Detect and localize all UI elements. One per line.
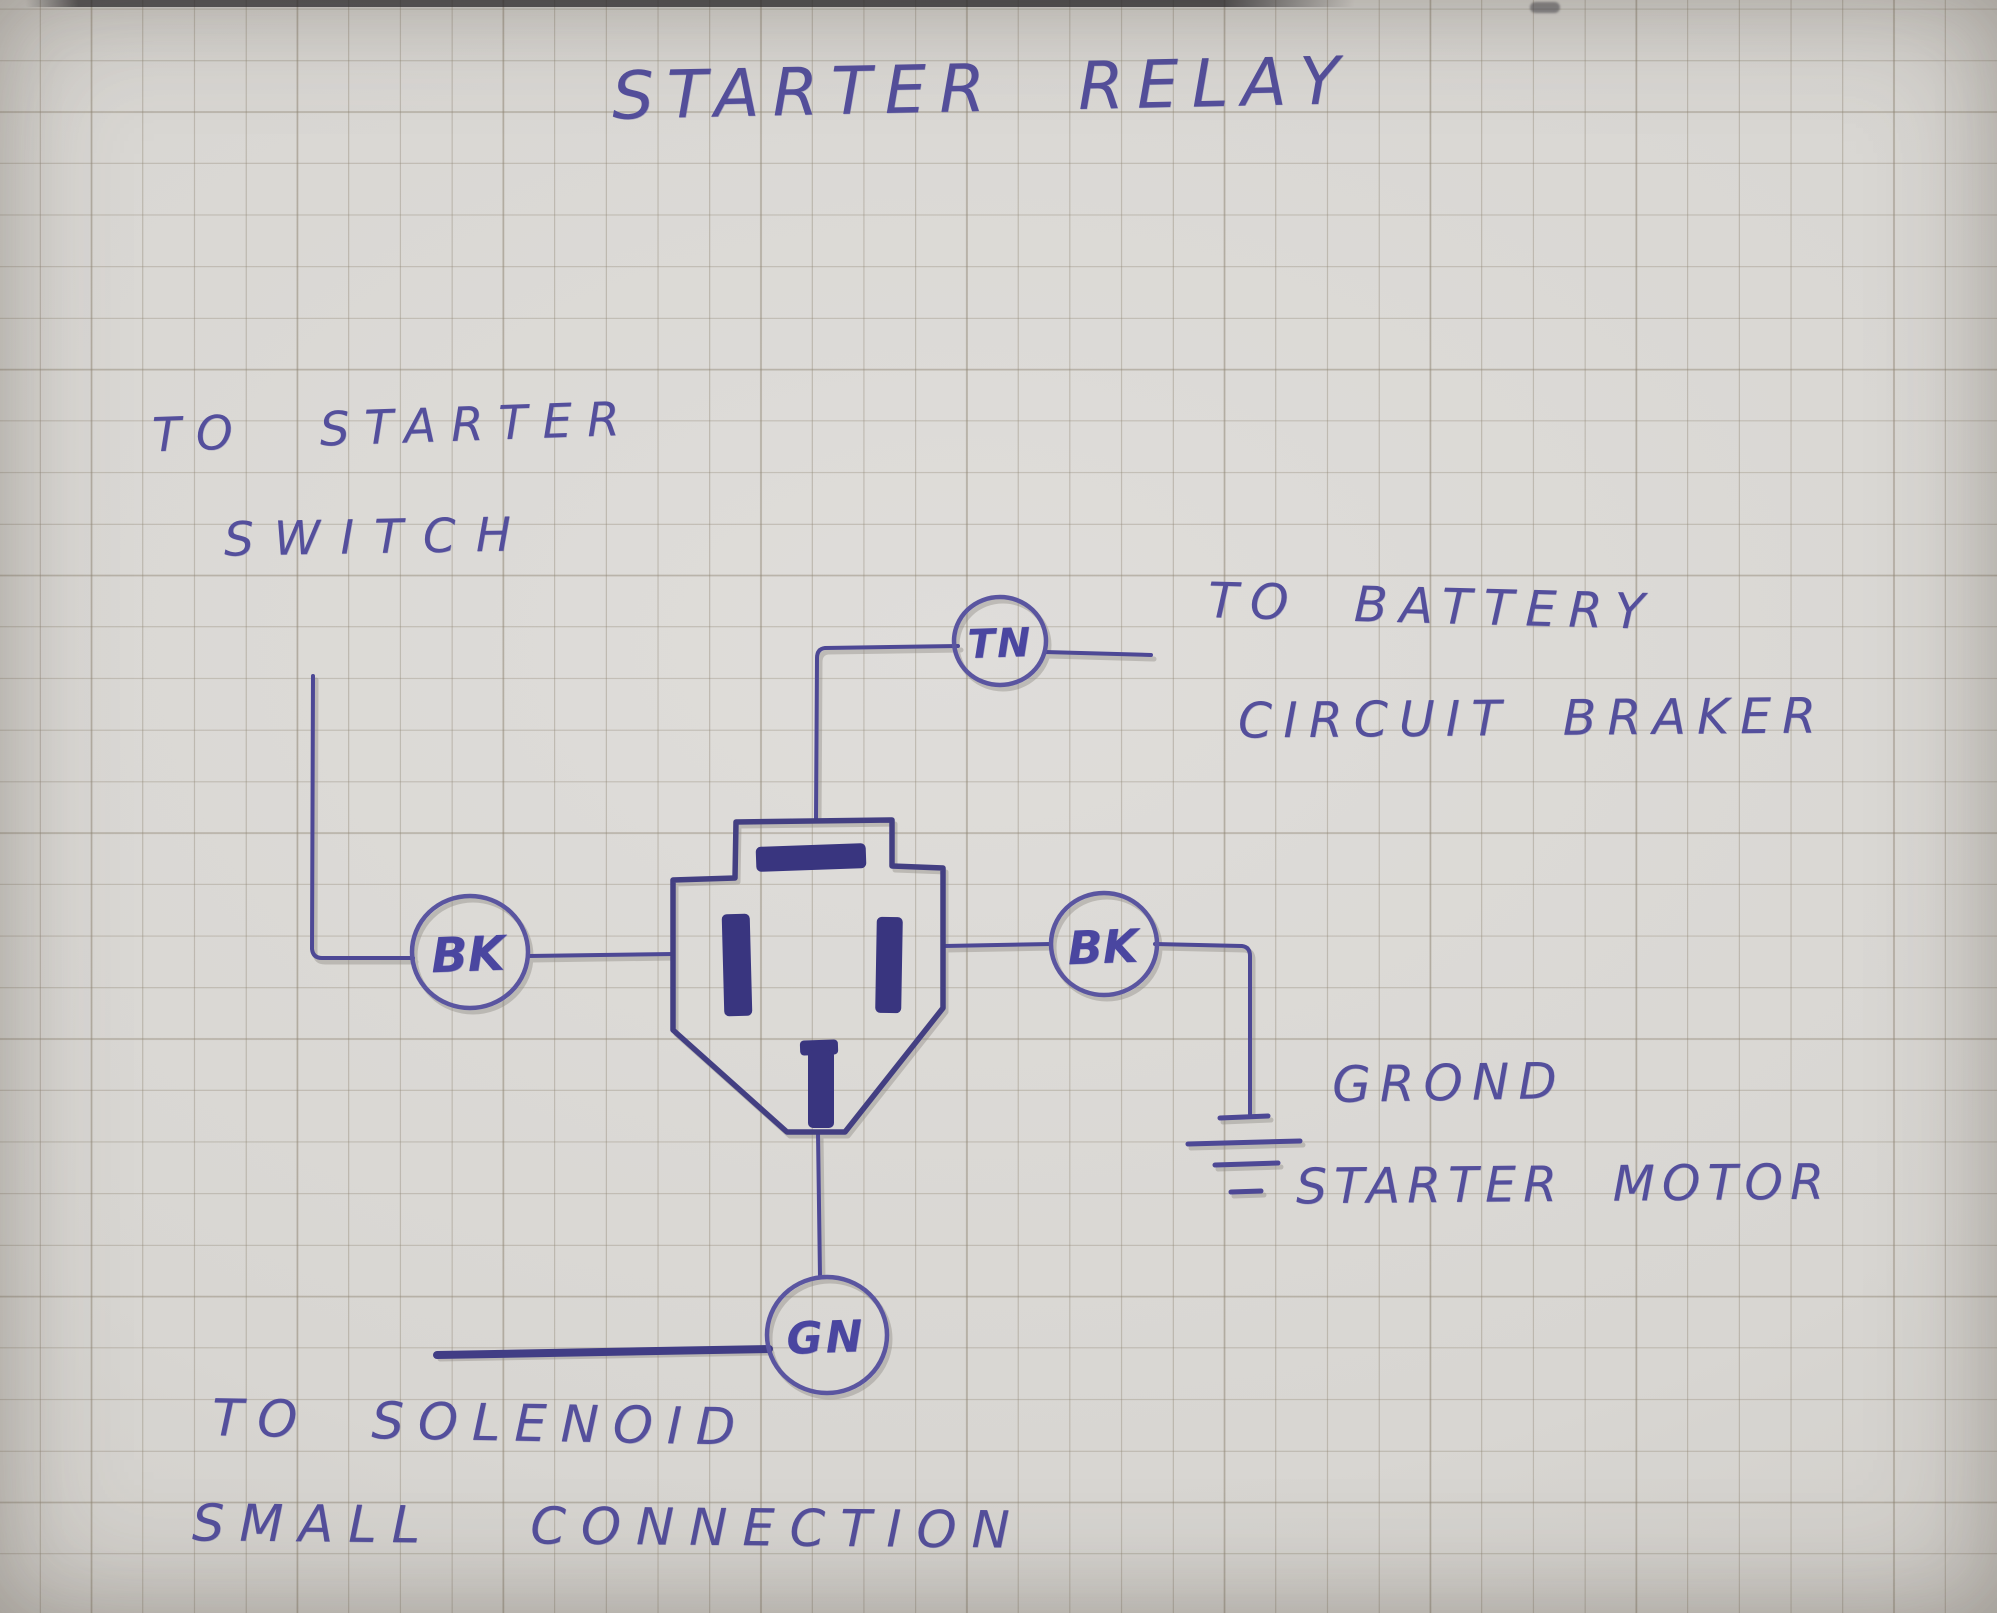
photo-edge-shadow	[25, 0, 1355, 7]
wire-connector-to-bk-right	[942, 942, 1053, 948]
wire-starter-switch	[310, 674, 415, 960]
wire-connector-to-gn	[816, 1131, 822, 1279]
label-to-starter-switch-line2: SWITCH	[223, 507, 532, 568]
terminal-label-gn: GN	[785, 1311, 867, 1365]
terminal-label-bk-right: BK	[1066, 918, 1140, 976]
terminal-label-bk-left: BK	[430, 925, 506, 985]
label-to-battery-line1: TO BATTERY	[1207, 572, 1658, 641]
ink-drawing	[310, 597, 1300, 1393]
wire-bk-left-to-connector	[526, 952, 675, 958]
connector-pins	[721, 843, 903, 1128]
connector-pin-bottom	[808, 1050, 834, 1128]
connector-pin-right	[875, 916, 903, 1014]
top-edge-smudge	[1530, 2, 1560, 13]
terminal-label-tn: TN	[966, 619, 1034, 669]
diagram-title: STARTER RELAY	[611, 42, 1354, 135]
connector-pin-left	[721, 913, 753, 1017]
connector-pin-top	[755, 843, 867, 872]
label-to-battery-line2: CIRCUIT BRAKER	[1237, 687, 1828, 750]
wire-bk-right-to-ground	[1153, 942, 1252, 1116]
label-ground-line2: STARTER MOTOR	[1295, 1153, 1832, 1216]
ground-symbol	[1188, 1116, 1300, 1192]
label-to-solenoid-line1: TO SOLENOID	[211, 1389, 750, 1458]
wire-tn-to-connector	[814, 644, 960, 822]
label-to-solenoid-line2: SMALL CONNECTION	[191, 1494, 1025, 1561]
label-ground-line1: GROND	[1331, 1051, 1567, 1115]
